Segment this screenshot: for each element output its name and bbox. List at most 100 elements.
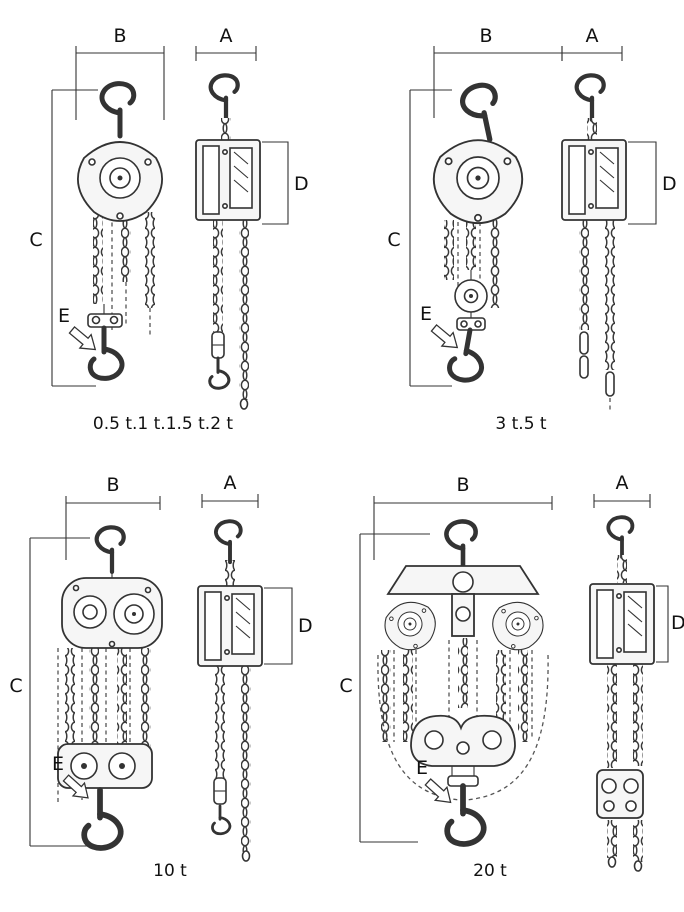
dim-label-a: A [586,25,599,47]
side-load-chain [215,666,225,778]
gear-housing [77,141,163,222]
dimension-c: C [29,89,98,387]
callout-e: E [416,757,458,810]
chain-stopper [211,331,225,359]
hand-chain [141,648,151,748]
callout-e: E [420,303,464,355]
dim-label-d: D [298,615,313,637]
callout-e: E [52,753,95,805]
gear-housing [432,139,524,225]
hand-chain [490,220,500,308]
chain-end-link [239,398,249,410]
load-chain [381,650,391,742]
load-chain [518,650,528,742]
bottom-trolley-block [410,714,516,767]
capacity-caption: 10 t [153,861,187,881]
suspension-chain [221,118,231,142]
load-chain [117,648,127,748]
dimension-b: B [373,474,553,560]
bottom-hook-block [456,317,486,331]
dimension-a: A [195,25,257,61]
side-view-hoist [561,75,627,412]
dim-label-c: C [9,675,22,697]
side-view-hoist [197,519,263,862]
dimension-d: D [656,585,684,663]
side-load-chain [579,218,589,330]
chain-fall-envelope [465,654,549,801]
top-hook [97,527,124,572]
side-bottom-hook [208,356,231,390]
side-hand-chain [241,666,251,852]
load-chain [121,212,131,282]
side-top-hook [606,515,635,559]
top-hook [460,83,504,144]
long-links [579,331,615,397]
side-top-hook [211,75,238,120]
quadrant-small-capacity: B A C D E 0.5 t.1 t.1.5 t.2 t [29,25,308,434]
side-bottom-block [596,769,644,819]
dim-label-e: E [416,757,428,779]
chain-end-link [633,860,643,872]
front-view-hoist [57,527,163,848]
load-chain [466,220,476,270]
dim-label-a: A [220,25,233,47]
side-view-hoist [589,515,655,872]
side-view-body [197,585,263,667]
front-view-hoist [377,521,549,844]
bottom-sheave-block [57,743,153,789]
capacity-caption: 20 t [473,861,507,881]
suspension-crossbeam [386,565,540,637]
side-hand-chain [633,664,643,766]
callout-e: E [58,305,102,357]
right-gear-housing [487,597,548,656]
suspension-chain [225,560,235,586]
capacity-caption: 0.5 t.1 t.1.5 t.2 t [93,414,234,434]
dimension-d: D [264,587,313,665]
side-hand-chain [605,218,615,370]
dimension-a: A [561,25,623,61]
bottom-hook [447,786,484,844]
dim-label-c: C [339,675,352,697]
dim-label-e: E [58,305,70,327]
suspension-chain [617,555,627,583]
chain-end-link [241,850,251,862]
dim-label-b: B [106,474,119,496]
side-top-hook [213,519,243,565]
side-chain-tail [633,820,643,862]
dimension-d: D [628,141,677,225]
side-view-body [589,583,655,665]
hand-chain [444,220,454,280]
suspension-chain [587,118,597,142]
dimension-b: B [433,25,563,118]
side-bottom-hook [211,804,232,836]
dimension-a: A [201,472,259,508]
left-gear-housing [379,596,442,656]
side-top-hook [577,75,604,120]
quadrant-twenty-ton: B A C D E 20 t [339,472,684,881]
side-hand-chain [239,218,249,400]
side-chain-tail [607,820,617,858]
bottom-hook [84,790,121,848]
capacity-caption: 3 t.5 t [495,414,547,434]
side-load-chain [607,664,617,768]
quadrant-ten-ton: B A C D E 10 t [9,472,312,881]
bottom-hook-block [87,313,123,328]
top-hook [446,521,475,569]
e-arrow-icon [65,322,102,357]
dim-label-b: B [479,25,492,47]
double-gear-housing [61,577,163,649]
dim-label-d: D [294,173,309,195]
dimension-c: C [9,537,90,847]
load-chain [403,650,413,742]
load-chain [458,638,468,708]
dimension-a: A [593,472,651,508]
chain-stopper [213,777,227,805]
dimension-b: B [65,474,161,560]
quadrant-medium-capacity: B A C D E 3 t.5 t [387,25,676,434]
dim-label-c: C [387,229,400,251]
dim-label-b: B [456,474,469,496]
side-load-chain [213,218,223,332]
dim-label-b: B [113,25,126,47]
